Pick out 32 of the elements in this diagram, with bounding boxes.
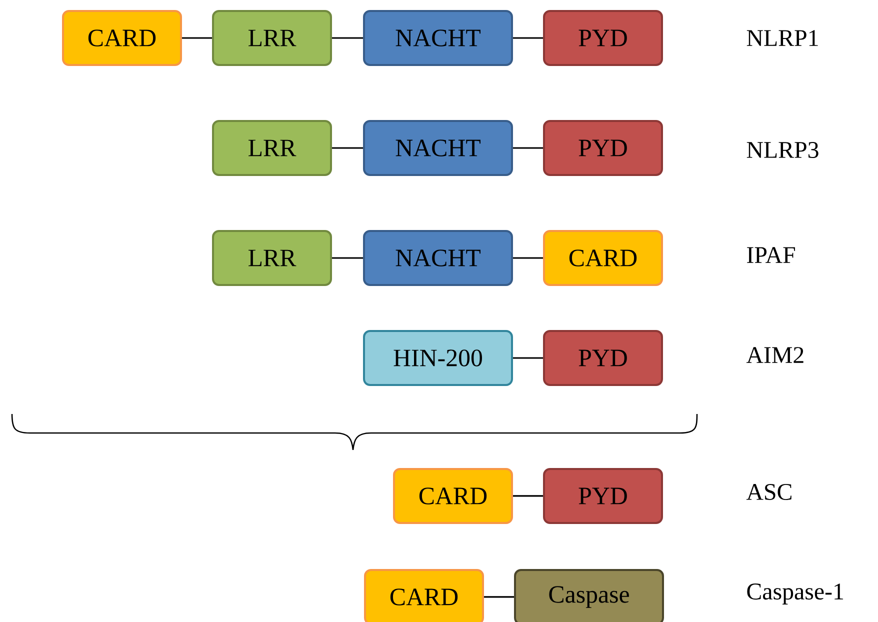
protein-label: IPAF bbox=[747, 247, 795, 263]
domain-box: NACHT bbox=[363, 230, 513, 286]
protein-label: Caspase-1 bbox=[747, 584, 844, 604]
domain-box: NACHT bbox=[363, 120, 513, 176]
domain-box: CARD bbox=[543, 230, 663, 286]
connector-line bbox=[513, 257, 543, 259]
protein-label: NLRP1 bbox=[746, 30, 818, 46]
domain-box: PYD bbox=[543, 120, 663, 176]
connector-line bbox=[332, 147, 363, 149]
domain-box: CARD bbox=[364, 568, 484, 622]
connector-line bbox=[513, 357, 543, 359]
connector-line bbox=[182, 37, 212, 39]
connector-line bbox=[332, 37, 363, 39]
protein-label: ASC bbox=[746, 484, 792, 500]
domain-box: LRR bbox=[212, 120, 332, 176]
domain-box: PYD bbox=[543, 10, 663, 66]
domain-box: LRR bbox=[212, 230, 332, 286]
domain-box: LRR bbox=[212, 10, 332, 66]
protein-label: NLRP3 bbox=[746, 142, 818, 158]
domain-box: HIN-200 bbox=[363, 330, 513, 386]
domain-box: NACHT bbox=[363, 10, 513, 66]
connector-line bbox=[513, 37, 543, 39]
connector-line bbox=[513, 147, 543, 149]
connector-line bbox=[513, 495, 543, 497]
domain-box: CARD bbox=[393, 468, 513, 524]
protein-label: AIM2 bbox=[746, 347, 804, 363]
domain-box: Caspase bbox=[514, 568, 664, 622]
domain-box: PYD bbox=[543, 468, 663, 524]
connector-line bbox=[484, 596, 514, 598]
domain-box: PYD bbox=[543, 330, 663, 386]
connector-line bbox=[332, 257, 363, 259]
domain-box: CARD bbox=[62, 10, 182, 66]
